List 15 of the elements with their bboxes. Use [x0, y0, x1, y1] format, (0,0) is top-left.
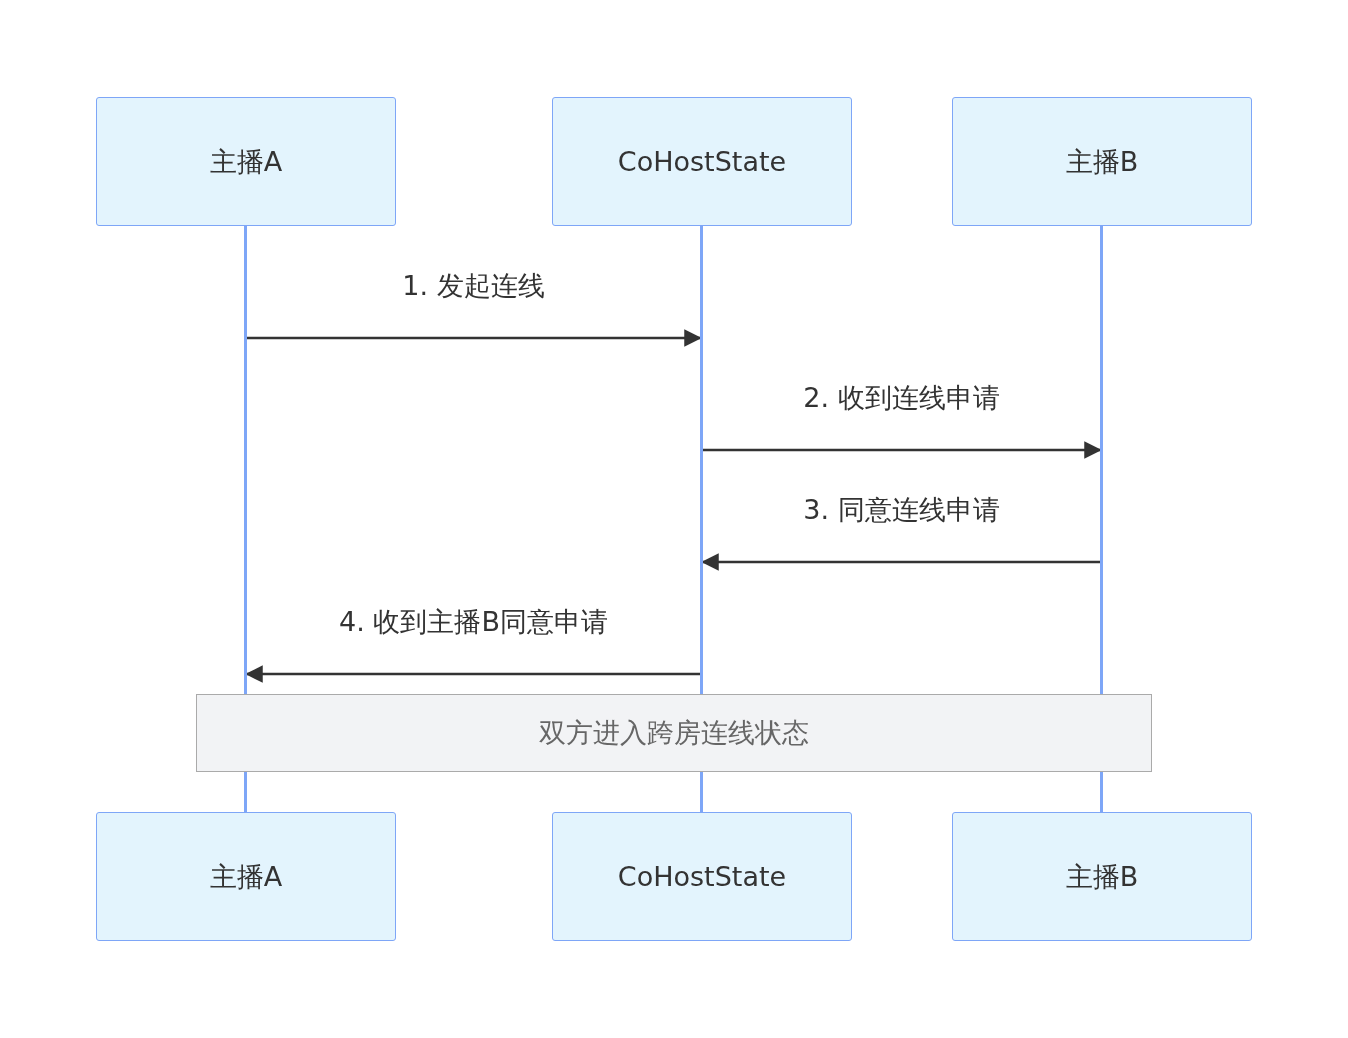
note-box: 双方进入跨房连线状态 [196, 694, 1152, 772]
message-arrow [245, 665, 700, 683]
message-arrow [703, 441, 1102, 459]
edge-label: 1. 发起连线 [402, 269, 545, 303]
edge-label: 2. 收到连线申请 [803, 381, 1000, 415]
message-arrow [701, 553, 1100, 571]
participant-box: 主播A [96, 97, 396, 226]
participant-box: CoHostState [552, 812, 852, 941]
edge-label: 3. 同意连线申请 [803, 493, 1000, 527]
edge-label: 4. 收到主播B同意申请 [339, 605, 608, 639]
participant-box: 主播B [952, 812, 1252, 941]
participant-box: 主播B [952, 97, 1252, 226]
message-arrow [247, 329, 702, 347]
participant-box: 主播A [96, 812, 396, 941]
participant-box: CoHostState [552, 97, 852, 226]
